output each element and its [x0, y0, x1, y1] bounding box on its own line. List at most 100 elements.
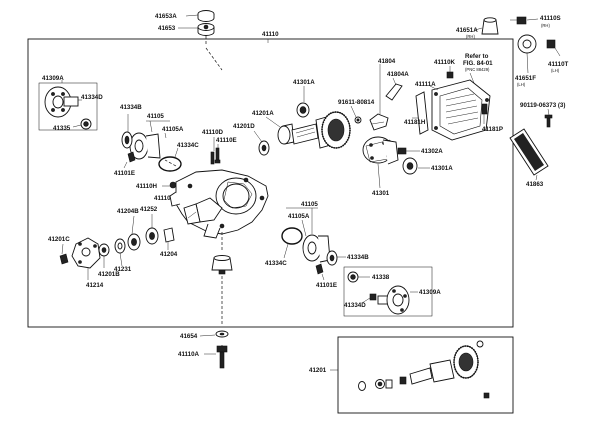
lock-plate-41101e-left[interactable] — [127, 151, 136, 163]
bolt-41110k[interactable] — [446, 66, 454, 79]
bolt-41110t[interactable] — [546, 39, 556, 49]
breather-cap-part[interactable] — [197, 10, 215, 36]
label-41651f: 41651F — [515, 75, 536, 82]
label-41110s: 41110S — [540, 15, 561, 22]
label-41110t: 41110T — [548, 61, 569, 68]
bolt-41110s[interactable] — [510, 16, 527, 25]
oil-seal-41334b-right[interactable] — [326, 250, 338, 266]
bolt-41110a[interactable] — [216, 345, 228, 369]
differential-carrier-housing[interactable] — [169, 169, 269, 239]
label-41110s-side: (RH) — [541, 23, 550, 28]
label-41110a: 41110A — [178, 351, 200, 358]
bearing-41201b[interactable] — [145, 227, 159, 245]
label-41101e-right: 41101E — [316, 282, 337, 289]
bearing-41301a-top[interactable] — [296, 102, 310, 118]
label-41110t-side: (LH) — [551, 68, 560, 73]
side-flange-41309a[interactable] — [44, 86, 79, 118]
bolt-41334d-right[interactable] — [369, 293, 377, 301]
washer-41654[interactable] — [215, 330, 229, 338]
group-box-41309a — [38, 82, 98, 131]
label-41651a-side: (RH) — [466, 34, 475, 39]
label-41301a-top: 41301A — [293, 79, 315, 86]
bolts-90119[interactable] — [544, 114, 553, 128]
label-41181p: 41181P — [482, 126, 503, 133]
label-41201c: 41204B — [117, 208, 139, 215]
seal-41252[interactable] — [98, 243, 110, 257]
refer-note-line1: Refer to — [465, 53, 489, 60]
o-ring-41334c-right[interactable] — [281, 227, 303, 245]
refer-note-line3: (PNC 88429) — [465, 67, 490, 72]
label-41301a-right: 41301A — [431, 165, 453, 172]
label-41309a-right: 41309A — [419, 289, 441, 296]
seal-41335[interactable] — [80, 118, 92, 130]
label-41181h: 41181H — [404, 119, 426, 126]
label-41804: 41804 — [378, 58, 396, 65]
label-41110e: 41110E — [216, 137, 237, 144]
bracket-41804[interactable] — [369, 113, 389, 131]
drain-plug-housing[interactable] — [211, 255, 233, 275]
oil-seal-41334b-left[interactable] — [121, 131, 133, 149]
label-41651f-side: (LH) — [517, 82, 526, 87]
differential-case-41301[interactable] — [362, 136, 399, 165]
side-flange-41309a-right[interactable] — [377, 285, 410, 315]
plug-41651a[interactable] — [481, 17, 499, 35]
label-41201d: 41201D — [233, 123, 255, 130]
label-41105a-left: 41105A — [162, 126, 184, 133]
bearing-41302a[interactable] — [397, 147, 407, 155]
label-41110j: 41110J — [154, 195, 175, 202]
refer-note-line2: FIG. 84-01 — [463, 60, 493, 67]
bolt-41110h[interactable] — [169, 181, 177, 189]
label-41204: 41214 — [86, 282, 104, 289]
seal-41338[interactable] — [347, 271, 359, 283]
flange-assembly-frame — [337, 336, 514, 414]
ring-gear[interactable] — [321, 111, 351, 149]
pinion-bearing-41201a[interactable] — [277, 123, 295, 145]
label-90119-06373: 90119-06373 (3) — [520, 102, 565, 109]
label-41214: 41231 — [114, 266, 132, 273]
pinion-spacer-41201d[interactable] — [258, 140, 270, 156]
label-41110d: 41110D — [202, 129, 224, 136]
stud-41110d[interactable] — [210, 151, 215, 165]
bolt-91611-80814[interactable] — [354, 116, 362, 124]
plug-41651f[interactable] — [517, 34, 537, 54]
label-41201a-top: 41201A — [252, 110, 274, 117]
label-41334b-left: 41334B — [120, 104, 142, 111]
rear-cover-41111a[interactable] — [431, 79, 491, 141]
group-box-41309a-right — [343, 266, 433, 317]
nut-41204b[interactable] — [59, 253, 69, 265]
bearing-41201c[interactable] — [127, 233, 141, 251]
label-41101e-left: 41101E — [114, 170, 135, 177]
bracket-41804a[interactable] — [385, 83, 403, 101]
label-41334b-right: 41334B — [347, 254, 369, 261]
flange-assembly-label: 41201 — [309, 367, 327, 374]
gasket-41863[interactable] — [509, 128, 549, 176]
label-41654: 41654 — [180, 333, 198, 340]
gasket-41181h[interactable] — [415, 91, 429, 135]
label-41334c-left: 41334C — [177, 142, 199, 149]
side-bearing-retainer-right[interactable] — [302, 234, 331, 263]
label-41335: 41335 — [53, 125, 71, 132]
bearing-41301a-right[interactable] — [402, 157, 418, 175]
label-41653: 41653 — [158, 25, 176, 32]
plug-41181p[interactable] — [481, 103, 488, 115]
label-41804a: 41804A — [387, 71, 409, 78]
main-assembly-label: 41110 — [262, 31, 279, 38]
stud-41110e[interactable] — [214, 147, 221, 164]
flange-assembly-parts[interactable] — [358, 340, 490, 399]
label-41309a: 41309A — [42, 75, 64, 82]
label-41111a: 41111A — [415, 81, 436, 88]
o-ring-41334c-left[interactable] — [158, 156, 182, 172]
label-41334c-right: 41334C — [265, 260, 287, 267]
side-bearing-retainer-left[interactable] — [129, 132, 161, 160]
spacer-41231[interactable] — [163, 227, 175, 243]
lock-plate-41101e-right[interactable] — [315, 263, 324, 275]
main-assembly-frame — [27, 38, 514, 328]
companion-flange-41204[interactable] — [71, 237, 101, 269]
label-41334d-right: 41334D — [344, 302, 366, 309]
label-41334d: 41334D — [81, 94, 103, 101]
label-41105-right: 41105 — [301, 201, 318, 208]
label-41338: 41338 — [372, 274, 390, 281]
oil-slinger-41214[interactable] — [114, 238, 126, 254]
